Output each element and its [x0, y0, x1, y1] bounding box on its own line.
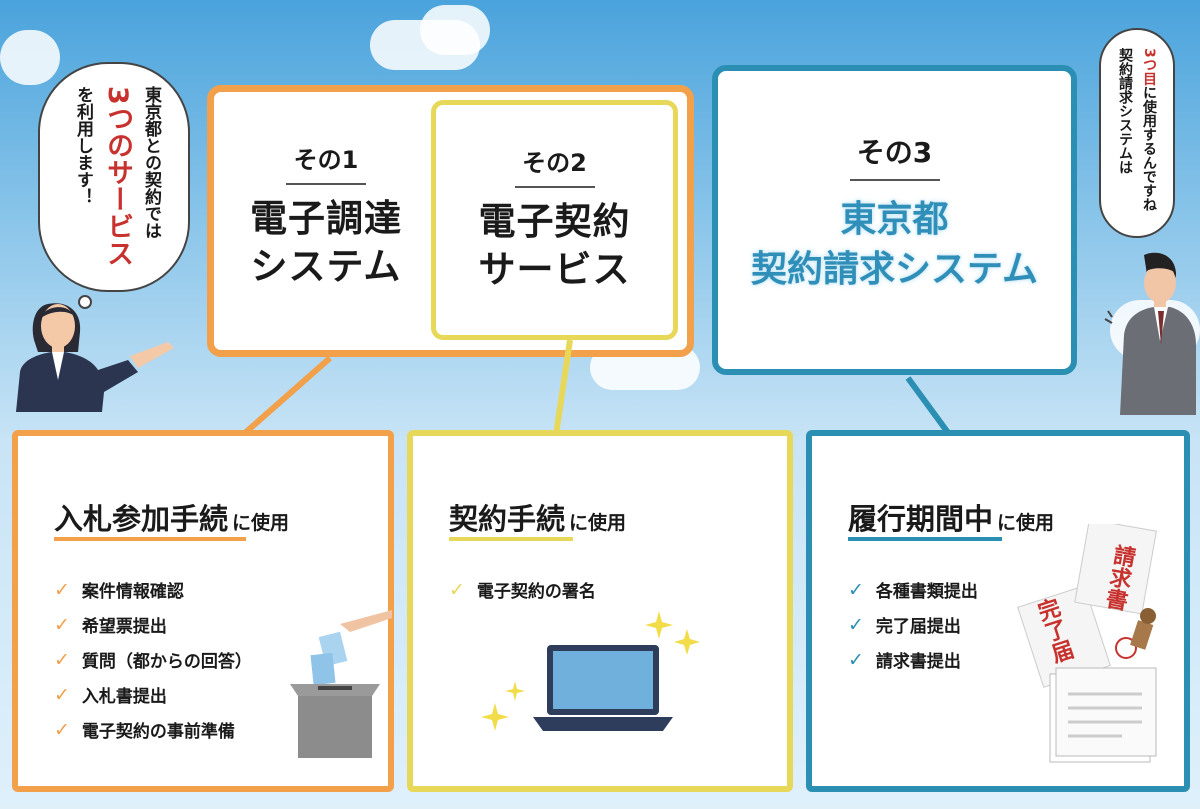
list-item: ✓ 電子契約の署名	[449, 572, 596, 607]
title-underline	[449, 537, 573, 541]
divider	[514, 186, 595, 188]
service-3-name-line2: 契約請求システム	[751, 249, 1038, 290]
service-2-box: その2 電子契約 サービス	[431, 100, 678, 340]
speech-bubble-right: 契約請求システムは 3つ目に使用するんですね	[1099, 28, 1175, 238]
panel-2-list: ✓ 電子契約の署名	[449, 572, 596, 607]
speech-right-line-2: 3つ目に使用するんですね	[1139, 48, 1159, 212]
speech-right-rest: に使用するんですね	[1141, 85, 1157, 212]
panel-bidding: 入札参加手続に使用 ✓ 案件情報確認 ✓ 希望票提出 ✓ 質問（都からの回答） ✓ 入札…	[12, 430, 394, 792]
cloud	[420, 5, 490, 55]
list-item: ✓ 電子契約の事前準備	[54, 712, 252, 747]
list-item: ✓ 希望票提出	[54, 607, 252, 642]
panel-2-title-suffix: に使用	[569, 512, 627, 534]
sparkle-icon	[645, 611, 700, 655]
list-item: ✓ 完了届提出	[848, 607, 978, 642]
check-icon: ✓	[848, 613, 864, 636]
service-3-box: その3 東京都 契約請求システム	[712, 65, 1077, 375]
woman-presenter	[16, 303, 174, 412]
service-2-number: その2	[522, 149, 587, 177]
title-underline	[848, 537, 1002, 541]
list-item-label: 請求書提出	[875, 652, 961, 672]
panel-2-title-main: 契約手続	[449, 502, 566, 536]
ballot-box-icon	[290, 610, 392, 758]
service-3-name-line1: 東京都	[840, 199, 949, 240]
list-item-label: 案件情報確認	[81, 582, 184, 602]
panel-1-title-main: 入札参加手続	[54, 502, 229, 536]
service-1: その1 電子調達 システム	[214, 140, 438, 291]
list-item-label: 各種書類提出	[875, 582, 978, 602]
laptop-icon	[533, 645, 673, 731]
list-item: ✓ 入札書提出	[54, 677, 252, 712]
service-3: その3 東京都 契約請求システム	[718, 131, 1071, 295]
check-icon: ✓	[54, 648, 70, 671]
panel-2-title: 契約手続に使用	[449, 496, 626, 538]
list-item-label: 希望票提出	[81, 617, 167, 637]
list-item: ✓ 各種書類提出	[848, 572, 978, 607]
list-item-label: 完了届提出	[875, 617, 961, 637]
speech-right-highlight: 3つ目	[1141, 48, 1157, 86]
list-item: ✓ 案件情報確認	[54, 572, 252, 607]
divider	[286, 183, 366, 185]
service-2-name-line1: 電子契約	[478, 200, 631, 243]
man-looking-up	[1104, 252, 1196, 415]
service-1-number: その1	[293, 146, 359, 174]
service-2-name-line2: サービス	[478, 248, 631, 291]
service-2: その2 電子契約 サービス	[436, 143, 673, 294]
divider	[849, 179, 940, 181]
cloud	[0, 30, 60, 85]
check-icon: ✓	[449, 578, 465, 601]
title-underline	[54, 537, 246, 541]
panel-3-title: 履行期間中に使用	[848, 496, 1054, 538]
sparkle-icon	[481, 681, 525, 731]
check-icon: ✓	[848, 578, 864, 601]
panel-contract: 契約手続に使用 ✓ 電子契約の署名	[407, 430, 793, 792]
list-item-label: 電子契約の署名	[476, 582, 596, 602]
service-3-number: その3	[856, 136, 933, 169]
speech-line-1: 東京都との契約では	[141, 86, 161, 239]
list-item: ✓ 請求書提出	[848, 642, 978, 677]
service-1-name-line1: 電子調達	[250, 197, 402, 240]
panel-3-title-suffix: に使用	[997, 512, 1055, 534]
speech-highlight: 3つのサービス	[102, 86, 133, 267]
speech-line-3: を利用します！	[73, 86, 93, 205]
panel-1-title-suffix: に使用	[232, 512, 290, 534]
check-icon: ✓	[54, 683, 70, 706]
list-item: ✓ 質問（都からの回答）	[54, 642, 252, 677]
check-icon: ✓	[54, 578, 70, 601]
bubble-tail	[78, 295, 92, 309]
list-item-label: 電子契約の事前準備	[81, 722, 235, 742]
list-item-label: 入札書提出	[81, 687, 167, 707]
check-icon: ✓	[54, 613, 70, 636]
service-1-name-line2: システム	[250, 245, 402, 288]
panel-1-title: 入札参加手続に使用	[54, 496, 289, 538]
check-icon: ✓	[848, 648, 864, 671]
check-icon: ✓	[54, 718, 70, 741]
documents-stamp-icon	[1017, 524, 1157, 763]
panel-performance: 履行期間中に使用 ✓各種書類提出 ✓完了届提出 ✓請求書提出 請求書 完了届	[806, 430, 1190, 792]
panel-3-title-main: 履行期間中	[848, 502, 994, 536]
speech-bubble-left: 東京都との契約では 3つのサービス を利用します！	[38, 62, 190, 292]
list-item-label: 質問（都からの回答）	[81, 652, 252, 672]
panel-1-list: ✓ 案件情報確認 ✓ 希望票提出 ✓ 質問（都からの回答） ✓ 入札書提出 ✓ 電子契約の…	[54, 572, 252, 747]
panel-3-list: ✓ 各種書類提出 ✓ 完了届提出 ✓ 請求書提出	[848, 572, 978, 677]
speech-right-line-1: 契約請求システムは	[1117, 48, 1133, 174]
